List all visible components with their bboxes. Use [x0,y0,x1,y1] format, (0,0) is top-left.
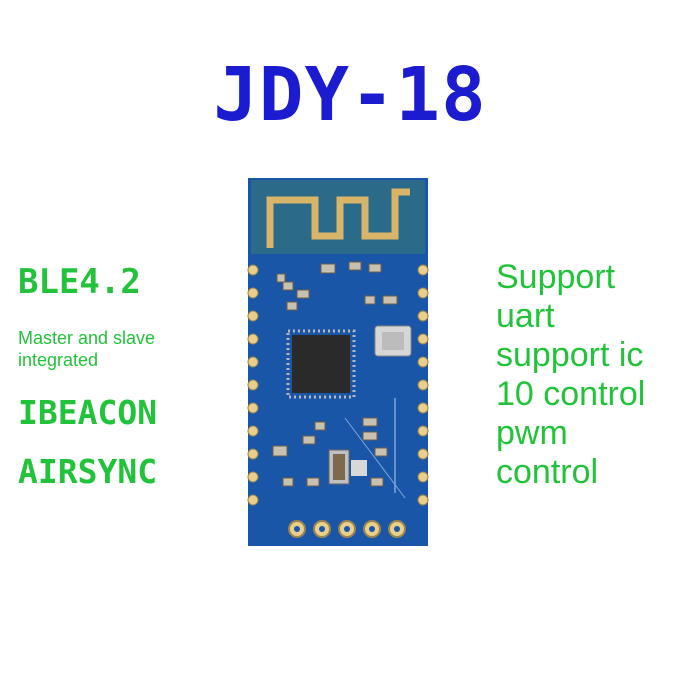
bottom-pad-holes [294,526,400,532]
side-pads-right [417,264,429,506]
main-chip [292,335,350,393]
ibeacon-label: IBEACON [18,393,158,432]
master-slave-label: Master and slave integrated [18,327,155,371]
rf-component [351,460,367,476]
product-title: JDY-18 [213,52,487,138]
feature-line: pwm [496,414,568,452]
smd-components [272,261,398,487]
antenna-trace [266,188,410,248]
pcb-module-image [247,178,429,546]
chip-pins [286,329,356,399]
feature-line: uart [496,297,555,335]
ble-version-label: BLE4.2 [18,262,141,302]
feature-line: 10 control [496,375,646,413]
feature-list-right: Support uart support ic 10 control pwm c… [496,258,696,492]
airsync-label: AIRSYNC [18,452,158,491]
feature-line: control [496,453,599,491]
master-slave-line-2: integrated [18,350,99,370]
side-pads-left [247,264,259,506]
feature-line: Support [496,258,616,296]
feature-line: support ic [496,336,644,374]
master-slave-line-1: Master and slave [18,328,156,348]
